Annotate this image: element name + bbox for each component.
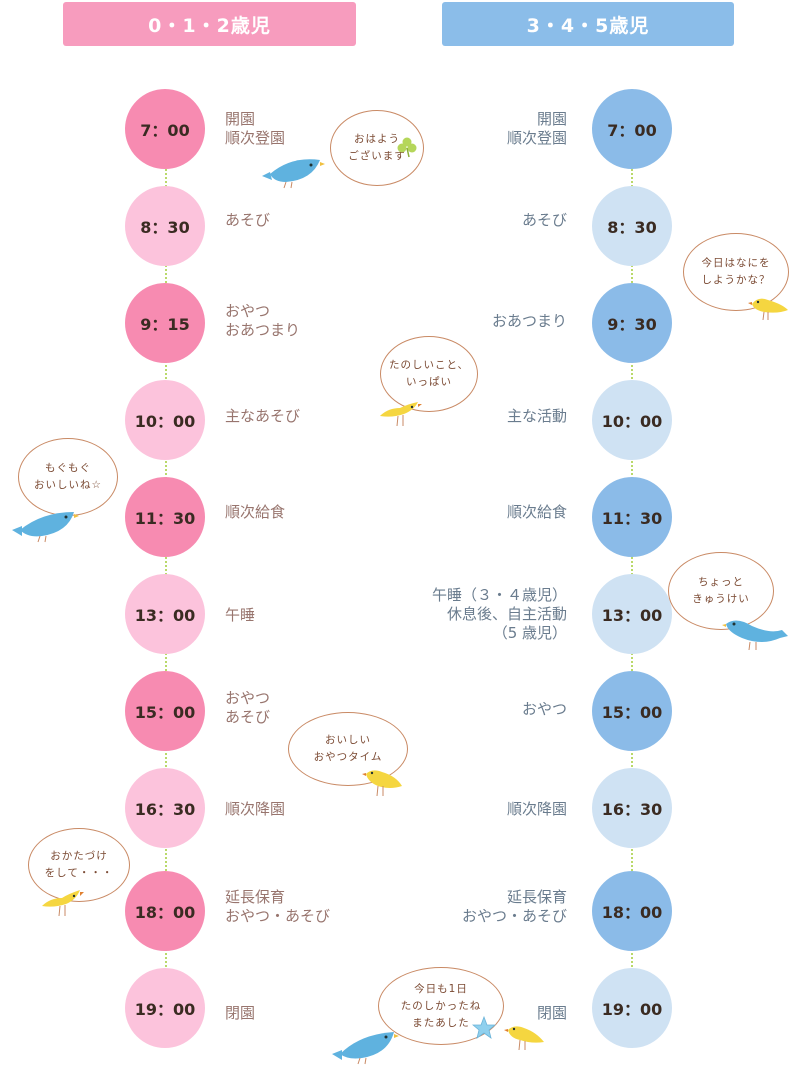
right-activity: 延長保育おやつ・あそび: [461, 888, 567, 925]
right-time-circle: 18：00: [592, 871, 672, 951]
header-345: 3・4・5歳児: [442, 2, 734, 46]
bubble-fun: たのしいこと、いっぱい: [380, 336, 478, 412]
bubble-snack: おいしいおやつタイム: [288, 712, 408, 786]
right-time-circle: 11：30: [592, 477, 672, 557]
yellow-bird-icon: [380, 402, 422, 427]
right-time-circle: 15：00: [592, 671, 672, 751]
left-time-circle: 10：00: [125, 380, 205, 460]
right-time-circle: 7：00: [592, 89, 672, 169]
right-activity: 順次降園: [506, 800, 567, 818]
left-activity: 延長保育おやつ・あそび: [225, 888, 331, 925]
bubble-cleanup: おかたづけをして・・・: [28, 828, 130, 902]
bubble-rest: ちょっときゅうけい: [668, 552, 774, 630]
left-timeline-line: [165, 130, 167, 1010]
left-time-circle: 13：00: [125, 574, 205, 654]
right-timeline-line: [631, 130, 633, 1010]
left-activity: 閉園: [225, 1004, 256, 1022]
left-activity: 順次給食: [225, 503, 286, 521]
yellow-bird-icon: [362, 770, 402, 797]
right-activity: 主な活動: [506, 407, 567, 425]
right-activity: 閉園: [536, 1004, 567, 1022]
right-time-circle: 8：30: [592, 186, 672, 266]
left-time-circle: 11：30: [125, 477, 205, 557]
blue-bird-icon: [12, 512, 79, 543]
left-time-circle: 7：00: [125, 89, 205, 169]
yellow-bird-icon: [42, 890, 84, 917]
right-activity: 順次給食: [506, 503, 567, 521]
bubble-whattoday: 今日はなにをしようかな？: [683, 233, 789, 311]
left-activity: おやつおあつまり: [225, 302, 301, 339]
blue-bird-icon: [332, 1032, 399, 1065]
right-activity: おやつ: [521, 700, 567, 718]
left-time-circle: 9：15: [125, 283, 205, 363]
right-activity: 午睡（３・４歳児）休息後、自主活動（5 歳児）: [431, 586, 567, 642]
left-time-circle: 15：00: [125, 671, 205, 751]
right-time-circle: 16：30: [592, 768, 672, 848]
right-activity: おあつまり: [491, 312, 567, 330]
left-time-circle: 19：00: [125, 968, 205, 1048]
yellow-bird-icon: [748, 298, 788, 321]
blue-bird-icon: [262, 159, 325, 189]
right-activity: 開園順次登園: [506, 110, 567, 147]
star-icon: [472, 1016, 496, 1039]
right-time-circle: 9：30: [592, 283, 672, 363]
left-activity: 順次降園: [225, 800, 286, 818]
clover-icon: [397, 137, 417, 158]
right-time-circle: 19：00: [592, 968, 672, 1048]
right-activity: あそび: [521, 211, 567, 229]
left-activity: おやつあそび: [225, 689, 271, 726]
right-time-circle: 10：00: [592, 380, 672, 460]
blue-bird-icon: [722, 620, 788, 651]
left-time-circle: 16：30: [125, 768, 205, 848]
left-activity: あそび: [225, 211, 271, 229]
left-time-circle: 18：00: [125, 871, 205, 951]
left-activity: 開園順次登園: [225, 110, 286, 147]
bubble-yummy: もぐもぐおいしいね☆: [18, 438, 118, 516]
left-activity: 主なあそび: [225, 407, 301, 425]
left-activity: 午睡: [225, 606, 256, 624]
left-time-circle: 8：30: [125, 186, 205, 266]
yellow-bird-icon: [504, 1026, 544, 1051]
header-012: 0・1・2歳児: [63, 2, 356, 46]
right-time-circle: 13：00: [592, 574, 672, 654]
